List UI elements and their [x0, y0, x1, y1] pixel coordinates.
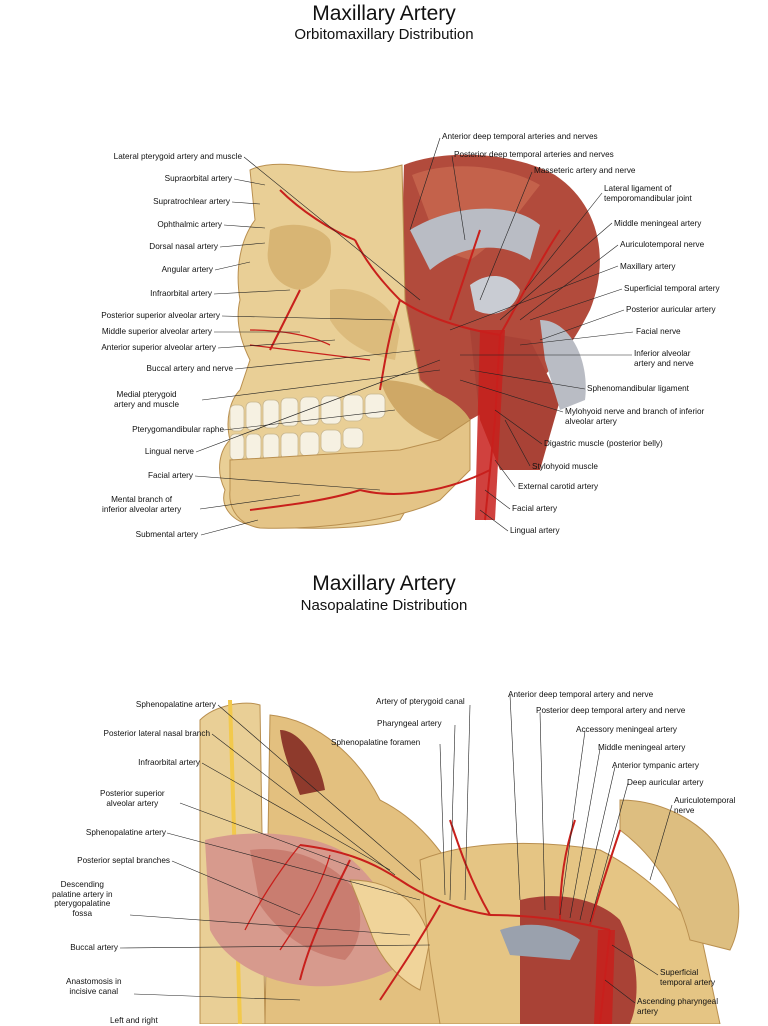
label-masseteric-artery: Masseteric artery and nerve — [534, 166, 636, 175]
label-infraorbital-artery: Infraorbital artery — [150, 289, 212, 298]
label-angular-artery: Angular artery — [161, 265, 213, 274]
top-title: Maxillary Artery — [312, 2, 456, 25]
label-medial-pterygoid: Medial pterygoid artery and muscle — [114, 390, 180, 409]
label-anterior-deep-temporal-bottom: Anterior deep temporal artery and nerve — [508, 690, 654, 699]
label-maxillary-artery: Maxillary artery — [620, 262, 676, 271]
label-pterygomandibular-raphe: Pterygomandibular raphe — [132, 425, 224, 434]
label-stylohyoid-muscle: Stylohyoid muscle — [532, 462, 598, 471]
label-anterior-tympanic-artery: Anterior tympanic artery — [612, 761, 699, 770]
label-posterior-lateral-nasal-branch: Posterior lateral nasal branch — [103, 729, 211, 738]
label-pharyngeal-artery: Pharyngeal artery — [377, 719, 442, 728]
label-posterior-deep-temporal: Posterior deep temporal arteries and ner… — [454, 150, 614, 159]
label-facial-artery-right: Facial artery — [512, 504, 558, 513]
label-posterior-superior-alveolar-bottom: Posterior superior alveolar artery — [100, 789, 165, 808]
bottom-subtitle: Nasopalatine Distribution — [300, 597, 468, 614]
label-anastomosis-incisive-canal: Anastomosis in incisive canal — [66, 977, 122, 996]
label-external-carotid-artery: External carotid artery — [518, 482, 599, 491]
label-middle-superior-alveolar-artery: Middle superior alveolar artery — [101, 327, 212, 336]
label-posterior-deep-temporal-bottom: Posterior deep temporal artery and nerve — [536, 706, 686, 715]
label-anterior-superior-alveolar-artery: Anterior superior alveolar artery — [101, 343, 216, 352]
label-supraorbital-artery: Supraorbital artery — [164, 174, 232, 183]
label-lateral-pterygoid-artery: Lateral pterygoid artery and muscle — [113, 152, 242, 161]
label-sphenomandibular-ligament: Sphenomandibular ligament — [587, 384, 689, 393]
label-auriculotemporal-nerve: Auriculotemporal nerve — [620, 240, 705, 249]
label-mental-branch: Mental branch of inferior alveolar arter… — [102, 495, 182, 514]
top-illustration — [194, 137, 634, 536]
label-lingual-artery: Lingual artery — [510, 526, 560, 535]
label-left-and-right: Left and right — [110, 1016, 158, 1025]
label-ophthalmic-artery: Ophthalmic artery — [157, 220, 222, 229]
label-facial-artery-left: Facial artery — [147, 471, 193, 480]
label-auriculotemporal-nerve-bottom: Auriculotemporal nerve — [674, 796, 736, 815]
label-sphenopalatine-artery-2: Sphenopalatine artery — [85, 828, 166, 837]
label-dorsal-nasal-artery: Dorsal nasal artery — [149, 242, 218, 251]
label-superficial-temporal-artery: Superficial temporal artery — [624, 284, 720, 293]
label-facial-nerve: Facial nerve — [636, 327, 681, 336]
label-infraorbital-artery-bottom: Infraorbital artery — [138, 758, 200, 767]
label-submental-artery: Submental artery — [135, 530, 198, 539]
bottom-illustration — [119, 694, 760, 1024]
label-posterior-septal-branches: Posterior septal branches — [77, 856, 170, 865]
label-middle-meningeal-artery-bottom: Middle meningeal artery — [598, 743, 686, 752]
top-subtitle: Orbitomaxillary Distribution — [294, 26, 474, 43]
label-lingual-nerve: Lingual nerve — [144, 447, 194, 456]
label-posterior-superior-alveolar-artery: Posterior superior alveolar artery — [101, 311, 220, 320]
label-sphenopalatine-artery-1: Sphenopalatine artery — [135, 700, 216, 709]
label-buccal-artery-bottom: Buccal artery — [70, 943, 118, 952]
label-anterior-deep-temporal: Anterior deep temporal arteries and nerv… — [442, 132, 598, 141]
label-supratrochlear-artery: Supratrochlear artery — [153, 197, 230, 206]
bottom-title: Maxillary Artery — [312, 572, 456, 595]
label-digastric-muscle: Digastric muscle (posterior belly) — [544, 439, 663, 448]
label-buccal-artery-and-nerve: Buccal artery and nerve — [146, 364, 233, 373]
label-lateral-ligament: Lateral ligament of temporomandibular jo… — [604, 184, 692, 203]
label-middle-meningeal-artery: Middle meningeal artery — [614, 219, 702, 228]
label-posterior-auricular-artery: Posterior auricular artery — [626, 305, 716, 314]
label-descending-palatine-artery: Descending palatine artery in pterygopal… — [52, 880, 113, 918]
label-accessory-meningeal-artery: Accessory meningeal artery — [576, 725, 678, 734]
label-sphenopalatine-foramen: Sphenopalatine foramen — [331, 738, 421, 747]
label-inferior-alveolar: Inferior alveolar artery and nerve — [634, 349, 694, 368]
label-ascending-pharyngeal-artery: Ascending pharyngeal artery — [637, 997, 719, 1016]
label-artery-of-pterygoid-canal: Artery of pterygoid canal — [376, 697, 465, 706]
label-superficial-temporal-bottom: Superficial temporal artery — [660, 968, 716, 987]
label-deep-auricular-artery: Deep auricular artery — [627, 778, 704, 787]
label-mylohyoid-nerve: Mylohyoid nerve and branch of inferior a… — [565, 407, 705, 426]
